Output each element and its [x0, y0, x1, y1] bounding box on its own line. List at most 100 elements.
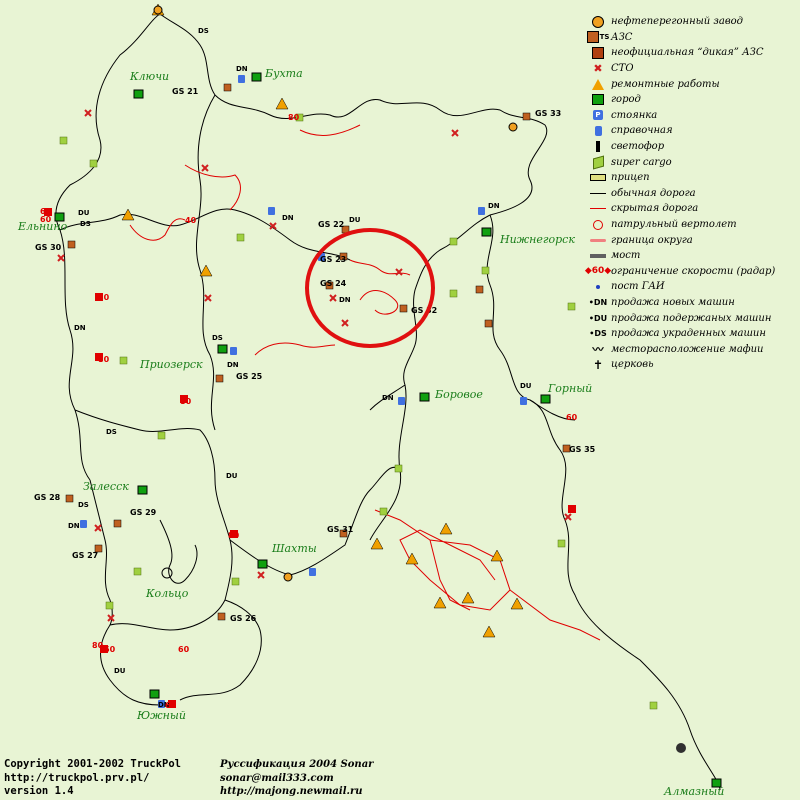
cargo-icon — [567, 302, 576, 311]
legend-label: АЗС — [611, 31, 633, 43]
legend-label: справочная — [611, 125, 673, 137]
service-icon — [201, 164, 209, 172]
speed-marker — [95, 353, 103, 361]
speed-marker — [100, 645, 108, 653]
speed-limit-label: 60 — [104, 645, 116, 654]
cargo-icon — [379, 507, 388, 516]
gas-station-icon — [586, 31, 599, 44]
parking-icon — [268, 207, 275, 215]
credits-right: Руссификация 2004 Sonar sonar@mail333.co… — [220, 758, 373, 799]
legend-icon-slot: •DS — [585, 327, 611, 341]
speed-limit-label: 60 — [178, 645, 190, 654]
speed-limit-label: 60 — [40, 207, 52, 216]
legend-row: ◆60◆ограничение скорости (радар) — [585, 264, 795, 280]
gas-station-icon — [215, 374, 224, 383]
roadwork-icon — [461, 591, 475, 604]
legend-row: ✝церковь — [585, 357, 795, 373]
dealer-label: DN — [68, 522, 80, 530]
dealer-label: DS — [78, 501, 89, 509]
city-label: Бухта — [264, 67, 303, 80]
legend-label: неофициальная “дикая” АЗС — [611, 47, 764, 59]
roadwork-icon — [592, 78, 604, 90]
gas-station-label: GS 33 — [535, 109, 561, 118]
gas-station-label: GS 25 — [236, 372, 263, 381]
gas-station-label: GS 30 — [35, 243, 62, 252]
city-marker — [419, 392, 430, 402]
speed-limit-label: 60 — [165, 701, 177, 710]
gas-station-icon — [94, 544, 103, 553]
cargo-icon — [231, 577, 240, 586]
gas-station-icon — [522, 112, 531, 121]
highlight-ring — [305, 228, 435, 348]
legend-label: ремонтные работы — [611, 78, 720, 90]
city-marker — [257, 559, 268, 569]
parking-icon — [158, 700, 165, 708]
parking-icon — [309, 568, 316, 576]
legend-icon-slot: ✖ — [585, 62, 611, 76]
gas-station-icon — [484, 319, 493, 328]
website-link[interactable]: http://truckpol.prv.pl/ — [4, 771, 150, 784]
cargo-icon — [449, 289, 458, 298]
cargo-icon — [157, 431, 166, 440]
legend-icon-slot — [585, 15, 611, 29]
gas-station-icon — [217, 612, 226, 621]
city-markers — [54, 72, 722, 788]
trailer-icon — [590, 174, 606, 182]
speed-limit-label: 40 — [185, 216, 197, 225]
speed-limit-label: 80 — [98, 293, 110, 302]
legend-label: город — [611, 94, 641, 106]
legend-icon-slot — [585, 155, 611, 170]
gas-station-markers — [65, 83, 571, 621]
roadwork-icon — [490, 549, 504, 562]
legend-label: прицеп — [611, 172, 650, 184]
legend-label: ограничение скорости (радар) — [611, 265, 776, 277]
cargo-icon — [119, 356, 128, 365]
dealer-label: DU — [520, 382, 532, 390]
helicopter-icon — [593, 219, 603, 230]
legend-label: обычная дорога — [611, 187, 696, 199]
gas-station-symbol: TS — [599, 33, 610, 42]
speed-marker — [230, 530, 238, 538]
legend-row: скрытая дорога — [585, 201, 795, 217]
legend-icon-slot — [585, 249, 611, 263]
credits-left: Copyright 2001-2002 TruckPol http://truc… — [4, 758, 181, 799]
city-marker — [149, 689, 160, 699]
service-icon — [451, 129, 459, 137]
email-link[interactable]: sonar@mail333.com — [220, 772, 334, 784]
legend-label: нефтеперегонный завод — [611, 16, 744, 28]
legend-row: светофор — [585, 139, 795, 155]
road-icon — [590, 192, 606, 194]
refinery-icon — [153, 5, 163, 15]
roadwork-icon — [275, 97, 289, 110]
parking-icon — [80, 520, 87, 528]
gas-station-icon — [339, 529, 348, 538]
refinery-icon — [592, 15, 604, 28]
cargo-icon — [449, 237, 458, 246]
legend-label: СТО — [611, 63, 634, 75]
speed-limit-label: 60 — [40, 215, 52, 224]
roadwork-icon — [482, 625, 496, 638]
gas-station-label: GS 21 — [172, 87, 199, 96]
service-icon — [107, 614, 115, 622]
legend-icon-slot: •DN — [585, 295, 611, 309]
speed-limit-label: 80 — [92, 641, 104, 650]
legend-row: граница округа — [585, 232, 795, 248]
speed-marker — [168, 700, 176, 708]
speed-marker — [95, 293, 103, 301]
bridge-icon — [590, 253, 606, 258]
city-label: Приозерск — [139, 358, 203, 371]
used-cars-icon: •DU — [588, 313, 608, 323]
legend-icon-slot — [585, 218, 611, 232]
legend-icon-slot — [585, 46, 611, 60]
version-text: version 1.4 — [4, 785, 74, 797]
dealer-label: DU — [349, 216, 361, 224]
legend-label: месторасположение мафии — [611, 343, 764, 355]
city-label: Алмазный — [663, 785, 724, 798]
localization-link[interactable]: http://majong.newmail.ru — [220, 786, 363, 797]
dealer-label: DS — [80, 220, 91, 228]
legend-row: патрульный вертолет — [585, 217, 795, 233]
roadwork-icon — [510, 597, 524, 610]
gas-station-icon — [562, 444, 571, 453]
dealer-label: DU — [226, 472, 238, 480]
